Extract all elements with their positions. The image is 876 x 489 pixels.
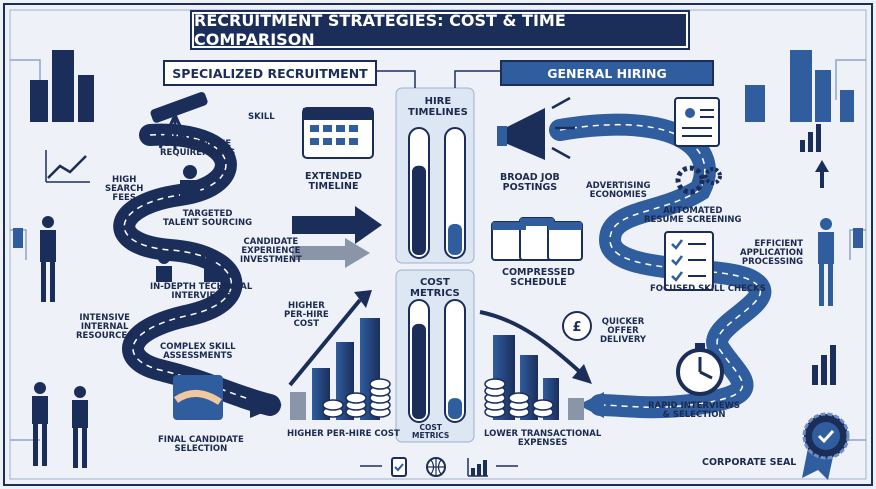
label-focused-skill-checks: FOCUSED SKILL CHECKS (650, 284, 766, 294)
checklist-icon (664, 231, 714, 291)
gauge-general-cost (444, 299, 466, 423)
gauge-fill-general-timeline (448, 224, 462, 255)
page-title: RECRUITMENT STRATEGIES: COST & TIME COMP… (192, 11, 688, 49)
arrow-specialized-time (292, 206, 382, 244)
skyline-right (745, 50, 854, 122)
coin-stack-left (322, 378, 391, 418)
telescope-icon (150, 91, 208, 150)
person-right-tablet-icon (818, 218, 834, 306)
person-left-pointing-icon (40, 216, 56, 302)
left-process-path (113, 123, 281, 416)
megaphone-icon (497, 96, 575, 160)
gauge-fill-specialized-timeline (412, 165, 426, 255)
label-rapid-interviews: RAPID INTERVIEWS& SELECTION (648, 401, 741, 420)
gauge-general-timeline (444, 127, 466, 259)
clipboard-icon (391, 457, 407, 477)
inner-frame (9, 9, 867, 480)
label-skill: SKILL (248, 112, 275, 122)
side-tab-left (13, 228, 23, 248)
uptrend-arrow-icon (815, 160, 829, 188)
stopwatch-icon (676, 343, 724, 396)
recruiter-searching-icon (180, 165, 222, 200)
skyline-left (30, 50, 94, 122)
mini-chart-left-icon (45, 150, 90, 183)
growth-chart-icon (467, 458, 488, 477)
handshake-icon (173, 375, 223, 420)
interview-people-icon (156, 252, 220, 282)
calendar-icon (302, 107, 374, 159)
specialized-banner: SPECIALIZED RECRUITMENT (163, 60, 377, 86)
mini-bars-right-icon (800, 124, 836, 385)
pound-symbol-icon: £ (572, 320, 581, 335)
gauge-fill-specialized-cost (412, 323, 426, 419)
corporate-seal-icon (802, 412, 850, 480)
resume-icon (674, 97, 720, 147)
right-path-arrowhead (578, 392, 604, 418)
gears-icon (675, 165, 722, 195)
gauge-fill-general-cost (448, 398, 462, 419)
general-banner: GENERAL HIRING (500, 60, 714, 86)
globe-icon (426, 457, 446, 477)
arrow-specialized-cost (292, 238, 370, 268)
calendar-stack-icon (491, 217, 583, 261)
pound-coin-icon (562, 311, 592, 341)
left-path-arrowhead (250, 393, 282, 418)
label-higher-per-hire-cost-bottom: HIGHER PER-HIRE COST (287, 429, 400, 439)
side-tab-right (853, 228, 863, 248)
outer-frame (3, 3, 873, 486)
coin-stack-right (484, 378, 554, 418)
label-corporate-seal: CORPORATE SEAL (702, 457, 797, 468)
people-discussing-icon (32, 382, 88, 468)
connector-left (373, 70, 416, 88)
connector-right (454, 70, 500, 88)
